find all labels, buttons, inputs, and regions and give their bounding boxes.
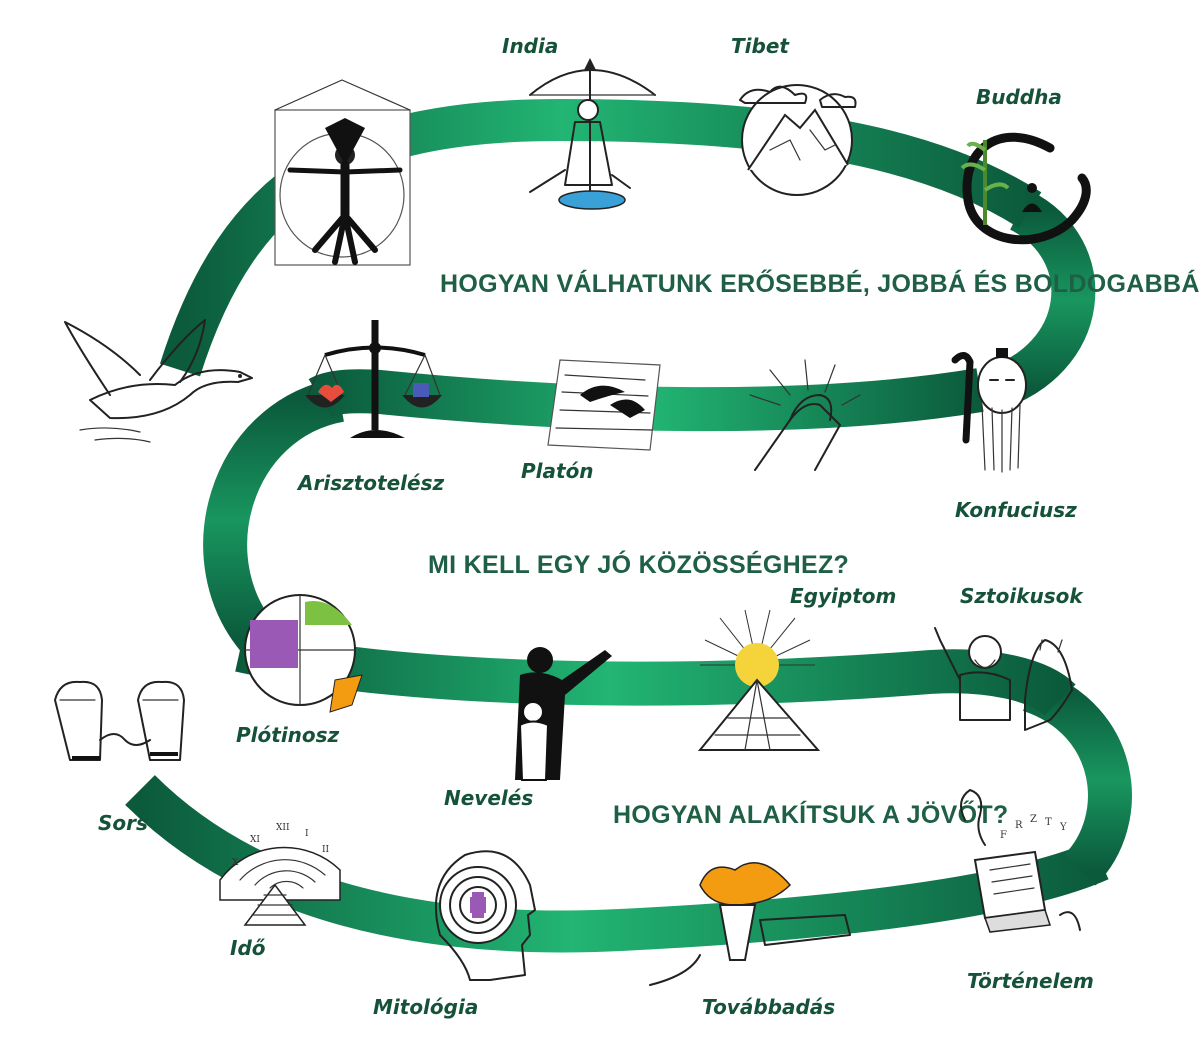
- svg-text:II: II: [322, 845, 330, 855]
- svg-text:Z: Z: [1030, 814, 1037, 825]
- plato-cave-icon: [547, 359, 661, 451]
- topic-india[interactable]: India: [502, 34, 558, 58]
- mountain-icon: [739, 84, 857, 196]
- ribbon-turn-left-middle: [203, 378, 345, 655]
- torch-icon: [649, 862, 851, 986]
- topic-egyiptom[interactable]: Egyiptom: [790, 584, 896, 608]
- topic-mitologia[interactable]: Mitológia: [373, 995, 478, 1019]
- svg-text:R: R: [1015, 820, 1023, 831]
- ribbon-turn-right-lower: [1022, 669, 1132, 886]
- svg-text:I: I: [305, 829, 309, 839]
- archer-icon: [529, 58, 656, 210]
- topic-sztoikusok[interactable]: Sztoikusok: [960, 584, 1084, 608]
- svg-text:XI: XI: [250, 835, 260, 845]
- question-good-community: MI KELL EGY JÓ KÖZÖSSÉGHEZ?: [428, 549, 849, 579]
- pyramid-sun-icon: [697, 609, 821, 751]
- puzzle-brain-icon: [244, 594, 363, 713]
- topic-tovabbadas[interactable]: Továbbadás: [702, 995, 835, 1019]
- question-shape-future: HOGYAN ALAKÍTSUK A JÖVŐT?: [613, 800, 1009, 829]
- svg-text:XII: XII: [276, 823, 290, 833]
- ribbon-segment-third: [235, 628, 1076, 717]
- topic-ido[interactable]: Idő: [230, 936, 266, 960]
- teacher-child-icon: [515, 647, 612, 781]
- ribbon-segment-top: [159, 98, 1042, 377]
- topic-tortenelem[interactable]: Történelem: [967, 969, 1094, 993]
- svg-text:F: F: [1000, 830, 1007, 841]
- handshake-icon: [749, 359, 861, 471]
- topic-neveles[interactable]: Nevelés: [444, 786, 533, 810]
- topic-konfuciusz[interactable]: Konfuciusz: [955, 498, 1077, 522]
- topic-plotinosz[interactable]: Plótinosz: [236, 723, 340, 747]
- swan-icon: [64, 319, 253, 443]
- scales-icon: [305, 320, 442, 438]
- topic-sors[interactable]: Sors: [98, 811, 148, 835]
- confucius-icon: [951, 348, 1027, 473]
- stoic-statue-icon: [934, 627, 1073, 731]
- svg-text:X: X: [232, 858, 239, 868]
- enso-buddha-icon: [960, 132, 1091, 245]
- question-stronger-better-happier: HOGYAN VÁLHATUNK ERŐSEBBÉ, JOBBÁ ÉS BOLD…: [440, 269, 1200, 298]
- chained-fists-icon: [54, 680, 185, 761]
- svg-text:Y: Y: [1059, 822, 1067, 833]
- svg-text:T: T: [1045, 817, 1052, 828]
- vitruvian-man-icon: [274, 79, 411, 266]
- topic-tibet[interactable]: Tibet: [731, 34, 790, 58]
- topic-platon[interactable]: Platón: [521, 459, 594, 483]
- topic-arisztotelesz[interactable]: Arisztotelész: [296, 471, 444, 495]
- labyrinth-head-icon: [434, 850, 536, 981]
- topic-buddha[interactable]: Buddha: [976, 85, 1062, 109]
